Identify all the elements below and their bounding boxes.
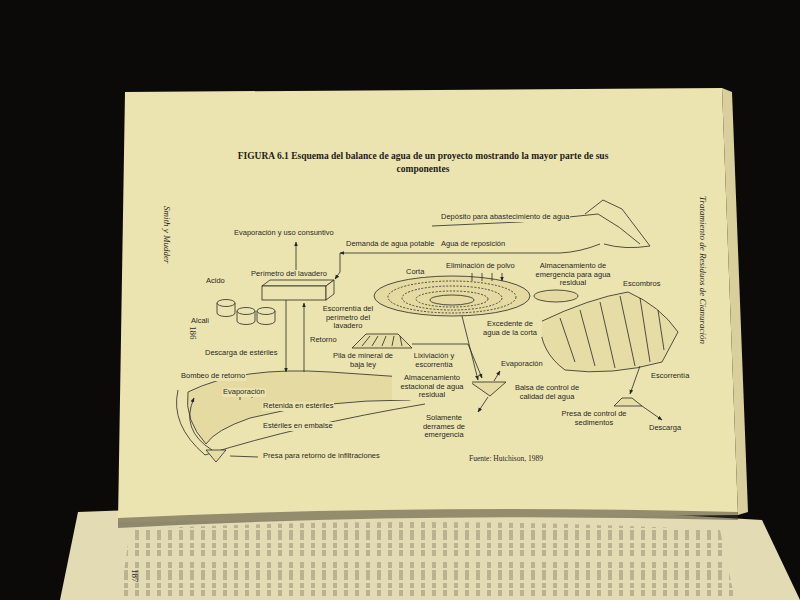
emergency-pond [534, 290, 578, 302]
control-pond [494, 371, 500, 381]
book-pages [118, 88, 738, 522]
tailings-impoundment [177, 300, 425, 462]
waste-dump [560, 296, 664, 368]
flow-label: Lixiviación y escorrentía [405, 352, 463, 369]
open-pit [374, 276, 530, 316]
page-number: 187 [130, 568, 140, 584]
part-label: Depósito para abastecimiento de agua [440, 213, 570, 222]
open-pit [416, 291, 488, 307]
figure-title: FIGURA 6.1 Esquema del balance de agua d… [222, 150, 624, 176]
control-pond [470, 382, 506, 396]
flow-label: Excedente de agua de la corta [478, 320, 542, 337]
plant-and-tanks [217, 300, 235, 307]
plant-and-tanks [326, 280, 334, 300]
plant-and-tanks [237, 308, 255, 315]
waste-dump [642, 406, 662, 420]
part-label: Corta [405, 268, 425, 277]
water-supply [585, 200, 650, 248]
flow-label: Evaporación [500, 360, 544, 369]
flow-label: Escorrentía del perímetro del lavadero [316, 305, 380, 331]
waste-dump [630, 366, 640, 394]
source-caption: Fuente: Hutchison, 1989 [468, 455, 544, 464]
tailings-impoundment [286, 300, 287, 372]
page-number: 186 [188, 325, 198, 341]
book-pages [118, 509, 738, 528]
water-supply [432, 214, 598, 226]
book-pages [60, 507, 800, 600]
waste-dump [614, 398, 642, 406]
flow-label: Eliminación de polvo [445, 262, 516, 271]
flow-label: Demanda de agua potable [345, 240, 435, 249]
flow-label: Escorrentía [650, 372, 690, 381]
part-label: Almacenamiento de emergencia para agua r… [532, 262, 614, 288]
part-label: Almacenamiento estacional de agua residu… [392, 374, 472, 400]
open-pit [402, 286, 502, 310]
open-pit [430, 295, 474, 305]
plant-and-tanks [262, 280, 334, 286]
flow-label: Agua de reposición [440, 240, 506, 249]
part-label: Estériles en embalse [262, 422, 334, 431]
flow-label: Descarga de estériles [204, 349, 279, 358]
tailings-impoundment [190, 398, 212, 450]
flow-label: Bombeo de retorno [180, 372, 246, 381]
open-pit [388, 281, 516, 313]
control-pond [478, 397, 488, 412]
flow-label: Solamente derrames de emergencia [412, 414, 476, 440]
part-label: Balsa de control de calidad del agua [510, 384, 584, 401]
book-pages [722, 88, 748, 515]
waste-dump [540, 292, 678, 372]
control-pond [470, 371, 506, 412]
part-label: Escombros [622, 280, 662, 289]
flow-label: Evaporación [222, 388, 266, 397]
open-pit [472, 273, 502, 281]
flow-label: Evaporación y uso consuntivo [233, 229, 335, 238]
part-label: Acido [205, 277, 226, 286]
plant-and-tanks [257, 308, 275, 315]
part-label: Alcali [190, 317, 210, 326]
tailings-impoundment [177, 390, 425, 455]
part-label: Presa de control de sedimentos [560, 410, 628, 427]
emergency-pond [534, 290, 578, 302]
ore-heap [352, 334, 412, 348]
plant-and-tanks [262, 286, 326, 300]
running-head: Smith y Mudder [162, 205, 172, 265]
ore-heap [362, 336, 402, 346]
book-pages [60, 88, 800, 600]
tailings-impoundment [187, 371, 421, 444]
part-label: Perímetro del lavadero [250, 270, 328, 279]
part-label: Presa para retorno de infiltraciones [262, 452, 381, 461]
water-supply [598, 214, 640, 244]
running-head: Tratamiento de Residuos de Cianuración [698, 195, 708, 345]
water-supply [335, 253, 340, 279]
flow-label: Retorno [309, 336, 338, 345]
flow-label: Retenida en estériles [262, 402, 334, 411]
tailings-impoundment [230, 456, 258, 457]
book-pages [120, 522, 735, 600]
part-label: Pila de mineral de baja ley [330, 352, 396, 369]
flow-label: Descarga [648, 424, 682, 433]
tailings-impoundment [206, 450, 226, 462]
tailings-impoundment [304, 303, 305, 372]
